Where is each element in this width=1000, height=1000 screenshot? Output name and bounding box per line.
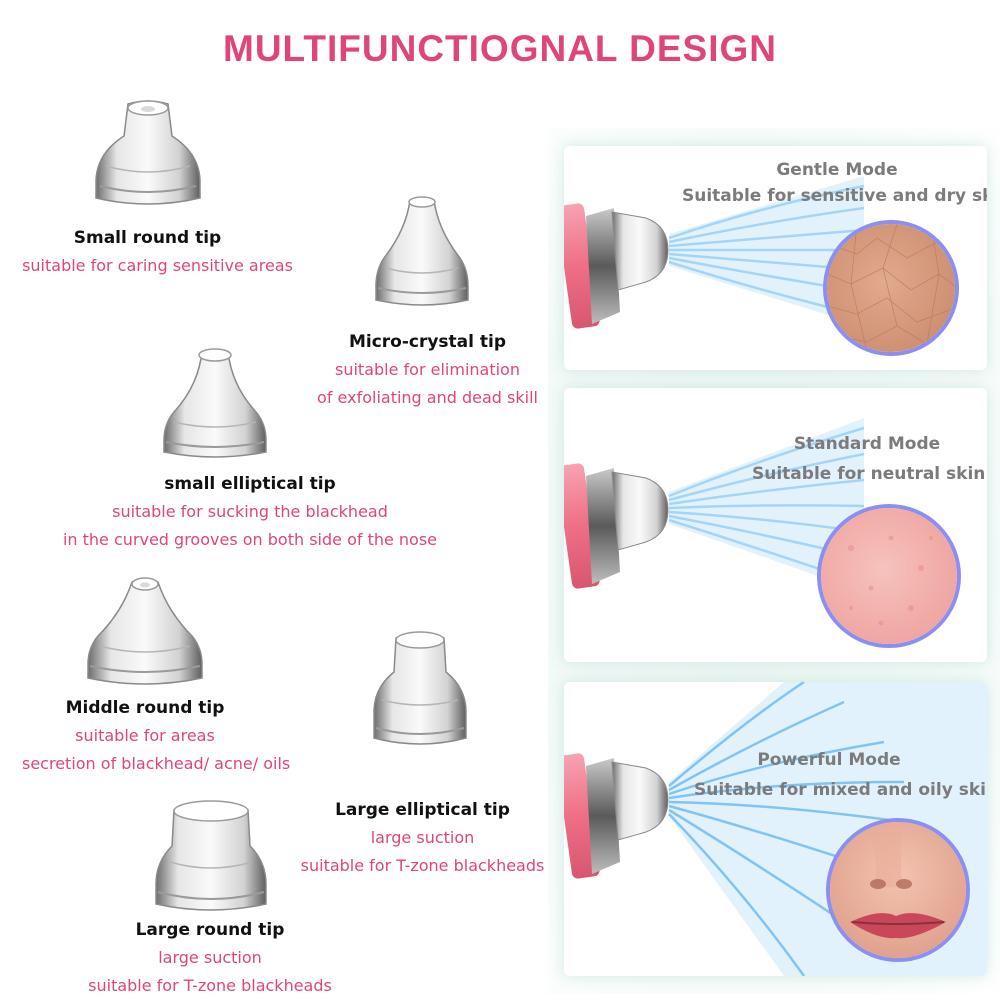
tip-desc: secretion of blackhead/ acne/ oils xyxy=(22,754,291,773)
small-round-tip-caption: Small round tip suitable for caring sens… xyxy=(0,228,295,275)
small-round-tip-image xyxy=(88,96,208,211)
dry-skin-texture xyxy=(823,220,959,356)
tip-desc: large suction xyxy=(370,828,475,847)
tip-desc: suitable for sucking the blackhead xyxy=(112,502,388,521)
middle-round-tip-image xyxy=(82,574,208,694)
tip-desc: suitable for areas xyxy=(75,726,215,745)
middle-round-tip-caption: Middle round tip suitable for areas secr… xyxy=(0,698,290,773)
large-elliptical-tip-caption: Large elliptical tip large suction suita… xyxy=(285,800,560,875)
large-elliptical-tip-image xyxy=(366,628,474,754)
tip-name: small elliptical tip xyxy=(164,474,336,494)
neutral-skin-texture xyxy=(817,504,961,648)
page-title: MULTIFUNCTIOGNAL DESIGN xyxy=(223,28,777,69)
tip-desc: suitable for elimination xyxy=(335,360,520,379)
small-elliptical-tip-image xyxy=(160,346,270,466)
small-elliptical-tip-caption: small elliptical tip suitable for suckin… xyxy=(40,474,460,549)
standard-mode-panel: Standard Mode Suitable for neutral skin xyxy=(564,388,987,662)
mode-title: Standard Mode xyxy=(793,434,941,454)
tip-desc: suitable for caring sensitive areas xyxy=(22,256,293,275)
mode-description: Suitable for mixed and oily skin xyxy=(694,780,987,800)
gentle-mode-panel: Gentle Mode Suitable for sensitive and d… xyxy=(564,146,987,370)
micro-crystal-tip-image xyxy=(372,194,472,314)
large-round-tip-caption: Large round tip large suction suitable f… xyxy=(70,920,350,995)
face-closeup xyxy=(826,818,970,962)
micro-crystal-tip-caption: Micro-crystal tip suitable for eliminati… xyxy=(305,332,550,407)
tip-name: Large round tip xyxy=(135,920,285,940)
mode-title: Gentle Mode xyxy=(776,160,898,180)
tip-desc: of exfoliating and dead skill xyxy=(317,388,538,407)
mode-description: Suitable for neutral skin xyxy=(752,464,986,484)
tip-name: Small round tip xyxy=(73,228,222,248)
mode-description: Suitable for sensitive and dry skin xyxy=(682,186,987,206)
device-spray-illustration xyxy=(564,418,865,592)
tip-name: Large elliptical tip xyxy=(335,800,510,820)
powerful-mode-panel: Powerful Mode Suitable for mixed and oil… xyxy=(564,682,987,976)
tip-desc: large suction xyxy=(158,948,262,967)
mode-title: Powerful Mode xyxy=(757,750,901,770)
large-round-tip-image xyxy=(150,796,272,920)
tip-name: Micro-crystal tip xyxy=(348,332,507,352)
tip-desc: in the curved grooves on both side of th… xyxy=(62,530,438,549)
tip-name: Middle round tip xyxy=(65,698,225,718)
tip-desc: suitable for T-zone blackheads xyxy=(300,856,545,875)
tip-desc: suitable for T-zone blackheads xyxy=(88,976,332,995)
